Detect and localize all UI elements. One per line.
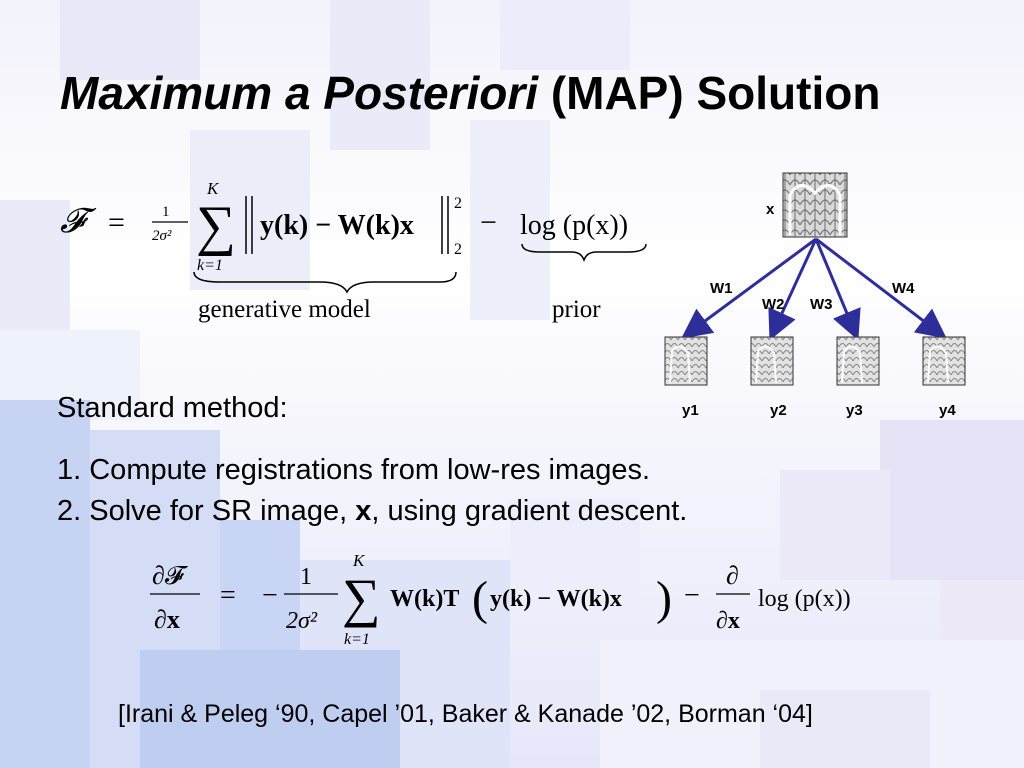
hr-image-detail — [788, 184, 842, 235]
eq2-sum-top: K — [352, 551, 366, 570]
eq1-coef-num: 1 — [162, 204, 170, 220]
hr-image-thumbnail — [782, 172, 848, 238]
eq1-sum-top: K — [206, 179, 220, 198]
eq1-underbrace-prior — [521, 243, 647, 263]
output-label-y1: y1 — [682, 402, 699, 419]
eq2-paren-right: ) — [656, 572, 672, 625]
eq1-label-generative: generative model — [198, 296, 371, 323]
slide-title: Maximum a Posteriori (MAP) Solution — [60, 66, 1020, 120]
arrow-w3 — [814, 238, 861, 341]
arrow-w1 — [681, 237, 817, 339]
references-citation: [Irani & Peleg ‘90, Capel ’01, Baker & K… — [118, 700, 813, 728]
arrow-w2 — [768, 238, 818, 341]
title-italic: Maximum a Posteriori — [60, 67, 539, 119]
eq1-equals: = — [108, 206, 125, 239]
eq1-norm-sup: 2 — [454, 195, 462, 212]
step-2: 2. Solve for SR image, x, using gradient… — [57, 491, 687, 532]
diagram-svg — [664, 172, 966, 386]
eq2-lhs-den: ∂x — [154, 605, 180, 634]
step-1: 1. Compute registrations from low-res im… — [57, 454, 651, 486]
eq2-d-den: ∂x — [716, 608, 740, 634]
gradient-equation: ∂𝓕 ∂x = − 1 2σ² K ∑ k=1 W(k)T ( y(k) − W… — [150, 551, 851, 648]
eq1-prior-term: log (p(x)) — [520, 210, 628, 241]
eq1-minus: − — [480, 206, 497, 239]
eq1-underbrace-generative — [193, 271, 457, 294]
method-steps: 1. Compute registrations from low-res im… — [57, 450, 687, 532]
eq2-wt: W(k)T — [390, 586, 459, 612]
output-label-y4: y4 — [939, 402, 956, 419]
arrow-w4 — [815, 237, 947, 339]
output-label-y2: y2 — [770, 402, 787, 419]
weight-label-w4: W4 — [892, 280, 915, 297]
lr-detail-1 — [669, 345, 691, 384]
eq1-norm-body: y(k) − W(k)x — [260, 210, 414, 241]
lr-detail-3 — [841, 345, 863, 384]
eq2-minus: − — [262, 580, 278, 611]
eq1-label-prior: prior — [552, 296, 601, 323]
eq2-d-num: ∂ — [726, 561, 739, 590]
weight-label-w2: W2 — [762, 296, 785, 313]
eq2-paren-body: y(k) − W(k)x — [490, 586, 622, 612]
diagram-arrows — [681, 237, 947, 341]
eq1-coef-den: 2σ² — [152, 228, 172, 244]
eq1-lhs: 𝓕 — [60, 201, 97, 241]
eq2-minus2: − — [684, 580, 700, 611]
standard-method-heading: Standard method: — [57, 392, 288, 424]
weight-label-w1: W1 — [710, 280, 733, 297]
eq2-lhs-num: ∂𝓕 — [152, 561, 189, 590]
output-label-y3: y3 — [846, 402, 863, 419]
step-2-bold: x — [355, 495, 372, 527]
x-label: x — [766, 201, 775, 218]
eq2-coef-den: 2σ² — [286, 608, 318, 634]
eq2-equals: = — [220, 580, 236, 611]
eq2-coef-num: 1 — [300, 564, 312, 590]
title-rest: (MAP) Solution — [538, 67, 881, 119]
weight-label-w3: W3 — [810, 296, 833, 313]
step-2-pre: 2. Solve for SR image, — [57, 495, 356, 527]
eq1-norm-sub: 2 — [454, 241, 462, 258]
eq2-sum-bottom: k=1 — [344, 631, 370, 648]
eq2-paren-left: ( — [472, 572, 488, 625]
eq1-sum-symbol: ∑ — [196, 195, 236, 257]
lr-detail-4 — [927, 345, 949, 384]
lr-detail-2 — [755, 345, 777, 384]
eq2-log-term: log (p(x)) — [758, 586, 851, 612]
step-2-post: , using gradient descent. — [371, 495, 688, 527]
registration-diagram: x W1 W2 W3 W4 y1 y2 y3 y4 — [650, 165, 1020, 435]
eq2-sum-symbol: ∑ — [342, 568, 381, 628]
map-objective-equation: 𝓕 = 1 2σ² K ∑ k=1 y(k) − W(k)x 2 2 − log… — [60, 179, 647, 323]
eq1-sum-bottom: k=1 — [197, 257, 223, 274]
